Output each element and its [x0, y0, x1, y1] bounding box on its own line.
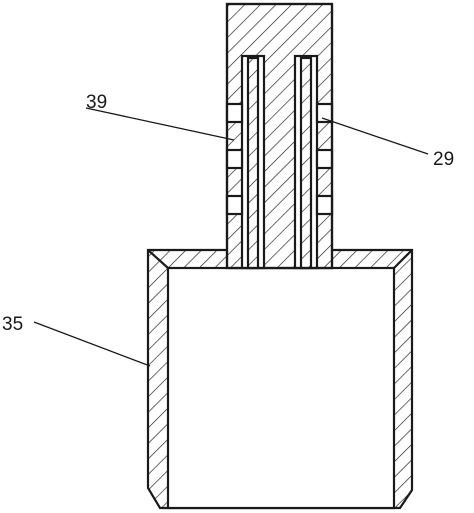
shaft-inner-rod-left	[246, 56, 260, 270]
cup-body	[146, 248, 414, 510]
notch-right-3	[315, 194, 334, 216]
cup-right-inner-step	[393, 249, 413, 269]
leader-29	[321, 117, 429, 155]
callout-label-29: 29	[433, 149, 454, 170]
notch-left-1	[225, 102, 244, 124]
leader-35	[33, 321, 151, 367]
callout-label-39: 39	[86, 92, 107, 113]
notch-left-2	[225, 148, 244, 170]
shaft-left-notches	[225, 102, 244, 216]
leader-39	[85, 107, 235, 141]
notch-left-3	[225, 194, 244, 216]
notch-right-2	[315, 148, 334, 170]
cup-inner-cavity	[166, 266, 396, 510]
shaft-outline	[225, 2, 334, 270]
shaft-inner-rod-right	[299, 56, 313, 270]
cup-left-inner-step	[147, 249, 169, 269]
shaft	[225, 2, 334, 270]
callout-label-35: 35	[2, 314, 23, 335]
